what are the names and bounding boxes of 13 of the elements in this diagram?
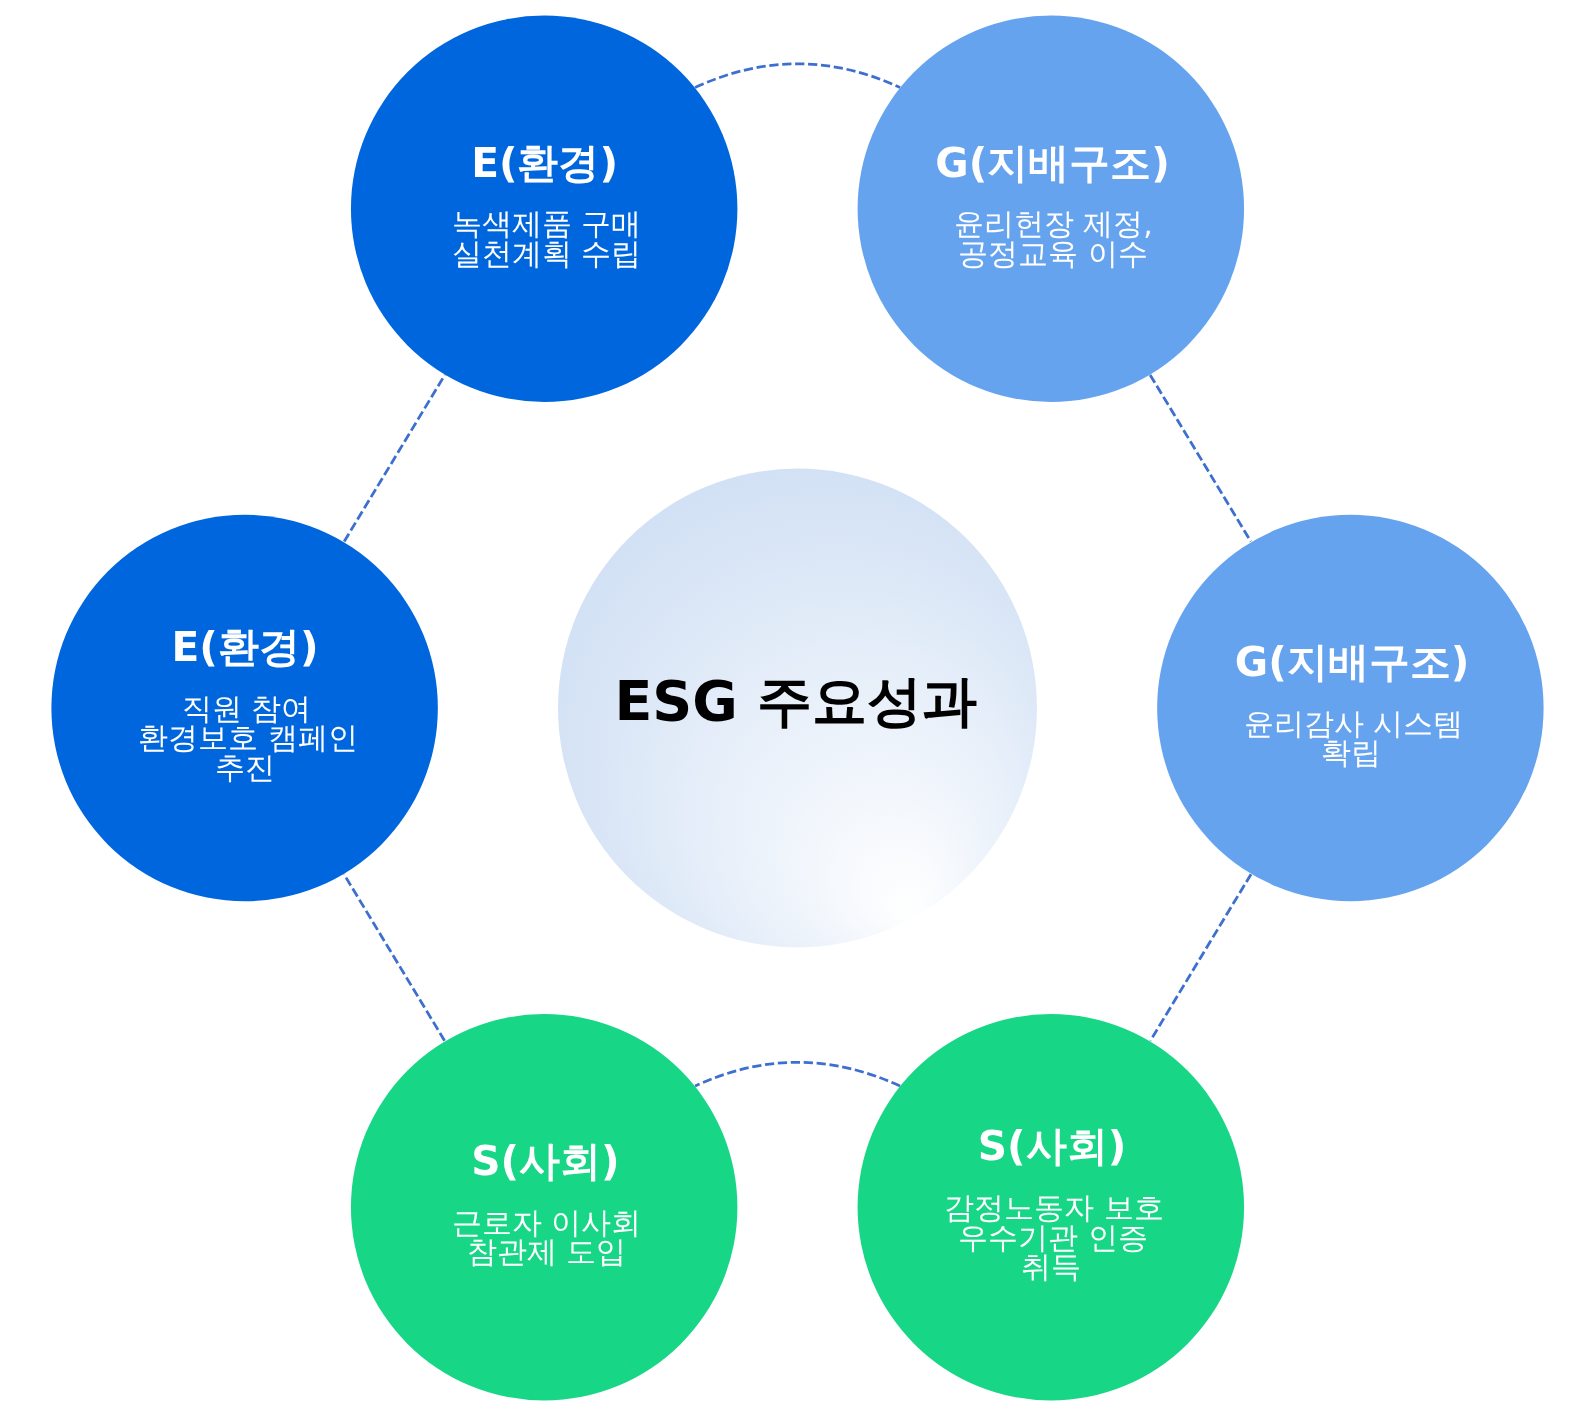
- node-circle: S(사회) 감정노동자 보호 우수기관 인증 취득: [857, 1014, 1244, 1401]
- connector: [1148, 374, 1252, 543]
- node-circle: G(지배구조) 윤리헌장 제정, 공정교육 이수: [857, 15, 1244, 402]
- connector: [342, 873, 446, 1042]
- node-circle: E(환경) 녹색제품 구매 실천계획 수립: [350, 15, 737, 402]
- node-circle: S(사회) 근로자 이사회 참관제 도입: [350, 1014, 737, 1401]
- connector: [342, 374, 446, 543]
- connector: [694, 62, 901, 89]
- connector: [694, 1061, 901, 1088]
- connector: [1148, 873, 1252, 1042]
- node-circle: G(지배구조) 윤리감사 시스템 확립: [1156, 514, 1544, 902]
- node-circle: ESG 주요성과: [557, 468, 1037, 948]
- node-circle: E(환경) 직원 참여 환경보호 캠페인 추진: [50, 514, 438, 902]
